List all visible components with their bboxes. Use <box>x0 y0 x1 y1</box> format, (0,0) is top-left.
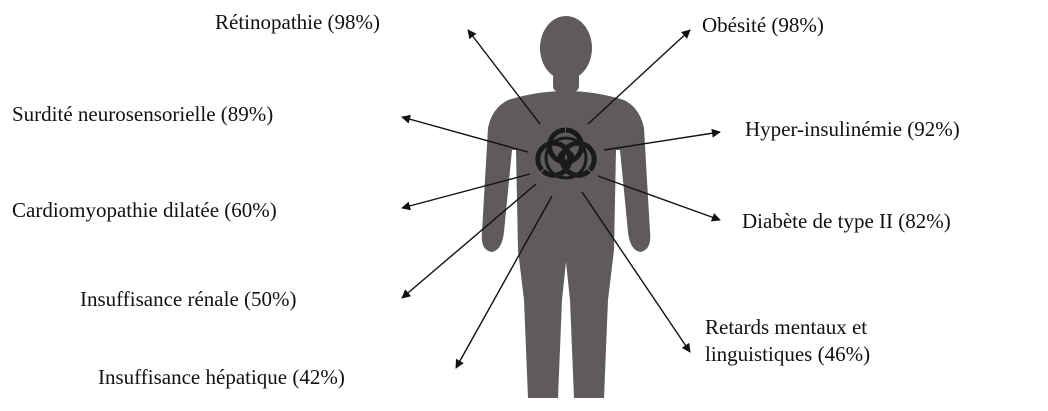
arrow-insuffisance-renale <box>402 184 536 298</box>
human-silhouette <box>482 16 651 398</box>
label-cardiomyopathie: Cardiomyopathie dilatée (60%) <box>12 197 277 224</box>
label-retinopathie: Rétinopathie (98%) <box>215 9 380 36</box>
label-retards-line2: linguistiques (46%) <box>705 341 965 368</box>
arrow-cardiomyopathie <box>402 174 530 208</box>
label-hyperinsulinemie: Hyper-insulinémie (92%) <box>745 116 960 143</box>
label-insuffisance-hepatique: Insuffisance hépatique (42%) <box>98 364 345 391</box>
arrow-obesite <box>588 30 690 124</box>
label-insuffisance-renale: Insuffisance rénale (50%) <box>80 286 297 313</box>
arrow-diabete <box>598 176 720 220</box>
label-surdite: Surdité neurosensorielle (89%) <box>12 101 273 128</box>
label-retards-line1: Retards mentaux et <box>705 314 965 341</box>
label-diabete: Diabète de type II (82%) <box>742 208 951 235</box>
label-retards: Retards mentaux et linguistiques (46%) <box>705 314 965 368</box>
label-obesite: Obésité (98%) <box>702 12 824 39</box>
